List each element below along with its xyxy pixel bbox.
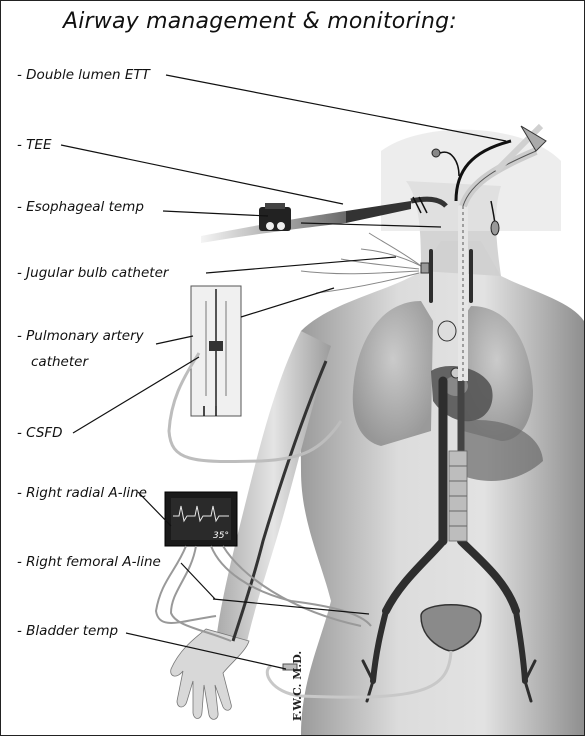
label-tee: - TEE (17, 136, 51, 154)
label-jugular-bulb-catheter: - Jugular bulb catheter (17, 264, 168, 282)
diagram-title: Airway management & monitoring: (63, 9, 457, 34)
label-csfd: - CSFD (17, 424, 63, 442)
label-right-femoral-a-line: - Right femoral A-line (17, 553, 161, 571)
artist-signature: F.W.C. M.D. (291, 651, 304, 721)
label-pulmonary-artery-catheter-line2: catheter (31, 353, 88, 371)
label-bladder-temp: - Bladder temp (17, 622, 118, 640)
label-pulmonary-artery-catheter: - Pulmonary artery (17, 327, 144, 345)
spine (449, 451, 467, 541)
label-double-lumen-ett: - Double lumen ETT (17, 66, 150, 84)
monitor-temperature: 35° (213, 531, 229, 541)
label-esophageal-temp: - Esophageal temp (17, 198, 144, 216)
label-right-radial-a-line: - Right radial A-line (17, 484, 147, 502)
monitor: 35° (165, 492, 237, 546)
